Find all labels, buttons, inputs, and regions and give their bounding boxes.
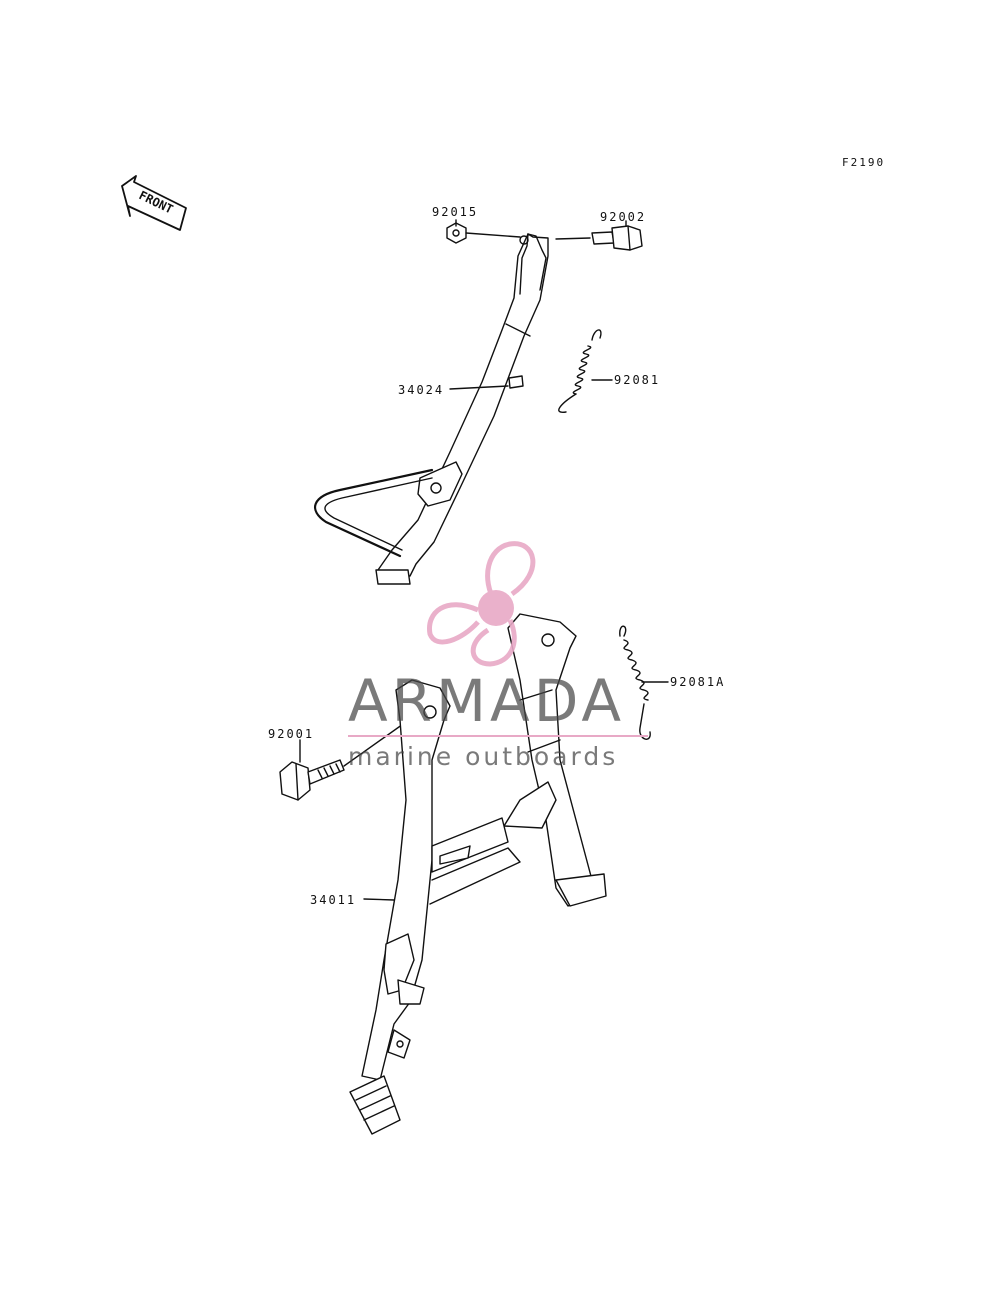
part-label-34011: 34011 <box>310 893 357 907</box>
part-label-92015: 92015 <box>432 205 479 219</box>
side-stand-34024 <box>314 233 549 585</box>
part-label-92002: 92002 <box>600 210 647 224</box>
part-label-92001: 92001 <box>268 727 315 741</box>
front-arrow-icon: FRONT <box>121 175 187 231</box>
watermark-brand: ARMADA <box>348 667 626 735</box>
armada-logo-icon <box>427 541 536 667</box>
bolt-92001 <box>279 759 345 801</box>
spring-92081a <box>619 625 651 740</box>
pivot-bolt-92002 <box>591 225 643 251</box>
part-label-92081: 92081 <box>614 373 661 387</box>
center-stand-34011 <box>349 613 607 1135</box>
watermark-tagline: marine outboards <box>348 742 619 771</box>
figure-code: F2190 <box>842 156 886 169</box>
part-label-34024: 34024 <box>398 383 445 397</box>
part-label-92081a: 92081A <box>670 675 726 689</box>
spring-92081 <box>558 329 602 413</box>
